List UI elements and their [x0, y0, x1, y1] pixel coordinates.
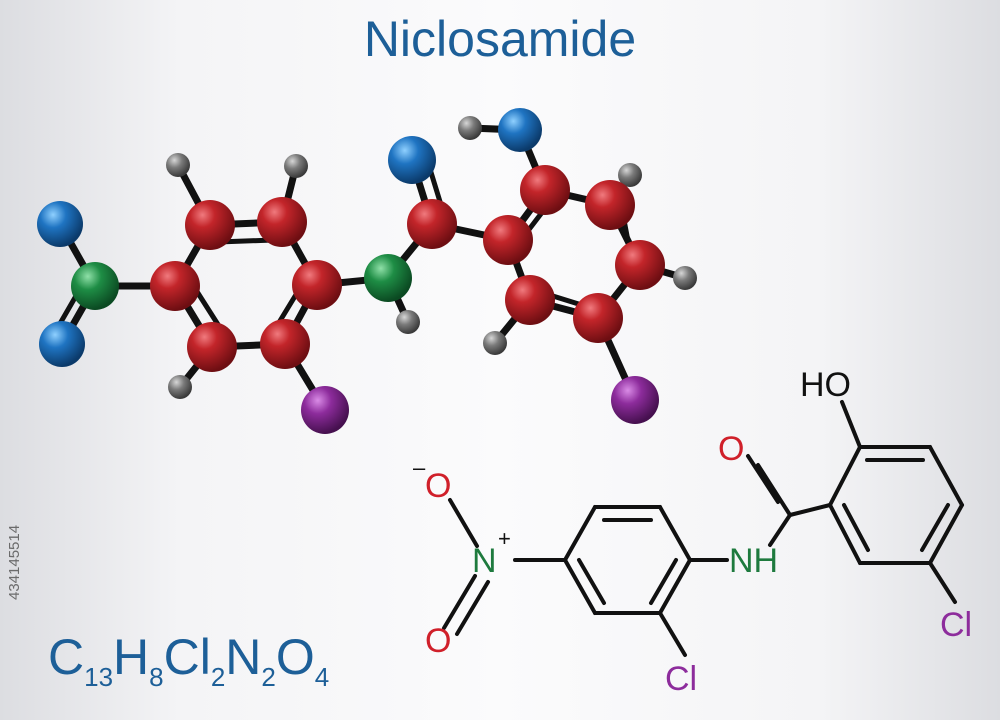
hydrogen-atom: [458, 116, 482, 140]
amide-nh-label: NH: [729, 542, 778, 580]
chlorine-atom: [301, 386, 349, 434]
formula-oxygen: O: [275, 629, 315, 685]
carbon-atom: [615, 240, 665, 290]
carbon-atom: [150, 261, 200, 311]
carbon-atom: [187, 322, 237, 372]
molecule-title: Niclosamide: [363, 11, 637, 67]
hydrogen-atom: [396, 310, 420, 334]
oxygen-atom: [498, 108, 542, 152]
formula-chlorine: Cl: [163, 629, 211, 685]
formula-oxygen-count: 4: [314, 662, 330, 692]
formula-carbon: C: [48, 629, 85, 685]
model-atoms: [37, 108, 697, 434]
carbon-atom: [292, 260, 342, 310]
nitrogen-atom: [364, 254, 412, 302]
nitro-oxygen-lower-label: O: [425, 622, 451, 660]
hydroxyl-label: HO: [800, 366, 851, 404]
formula-carbon-count: 13: [84, 662, 114, 692]
chlorine-right-label: Cl: [940, 606, 972, 644]
carbon-atom: [407, 199, 457, 249]
skeletal-bonds: [442, 400, 964, 657]
nitro-plus-charge: +: [498, 526, 511, 551]
formula-hydrogen: H: [113, 629, 150, 685]
oxygen-atom: [37, 201, 83, 247]
nitro-nitrogen-label: N: [472, 542, 497, 580]
formula-nitrogen: N: [225, 629, 262, 685]
carbon-atom: [505, 275, 555, 325]
carbon-atom: [260, 319, 310, 369]
carbon-atom: [483, 215, 533, 265]
oxygen-atom: [39, 321, 85, 367]
carbon-atom: [573, 293, 623, 343]
nitro-minus-charge: –: [413, 455, 426, 480]
carbonyl-oxygen-label: O: [718, 430, 744, 468]
chlorine-left-label: Cl: [665, 660, 697, 698]
hydrogen-atom: [284, 154, 308, 178]
formula-hydrogen-count: 8: [149, 662, 164, 692]
carbon-atom: [585, 180, 635, 230]
carbon-atom: [257, 197, 307, 247]
formula-chlorine-count: 2: [210, 662, 226, 692]
hydrogen-atom: [618, 163, 642, 187]
molecular-formula: C13H8Cl2N2O4: [48, 628, 329, 693]
hydrogen-atom: [483, 331, 507, 355]
nitro-oxygen-upper-label: O: [425, 467, 451, 505]
hydrogen-atom: [673, 266, 697, 290]
chlorine-atom: [611, 376, 659, 424]
carbon-atom: [185, 200, 235, 250]
nitrogen-atom: [71, 262, 119, 310]
hydrogen-atom: [166, 153, 190, 177]
oxygen-atom: [388, 136, 436, 184]
formula-nitrogen-count: 2: [261, 662, 276, 692]
hydrogen-atom: [168, 375, 192, 399]
carbon-atom: [520, 165, 570, 215]
